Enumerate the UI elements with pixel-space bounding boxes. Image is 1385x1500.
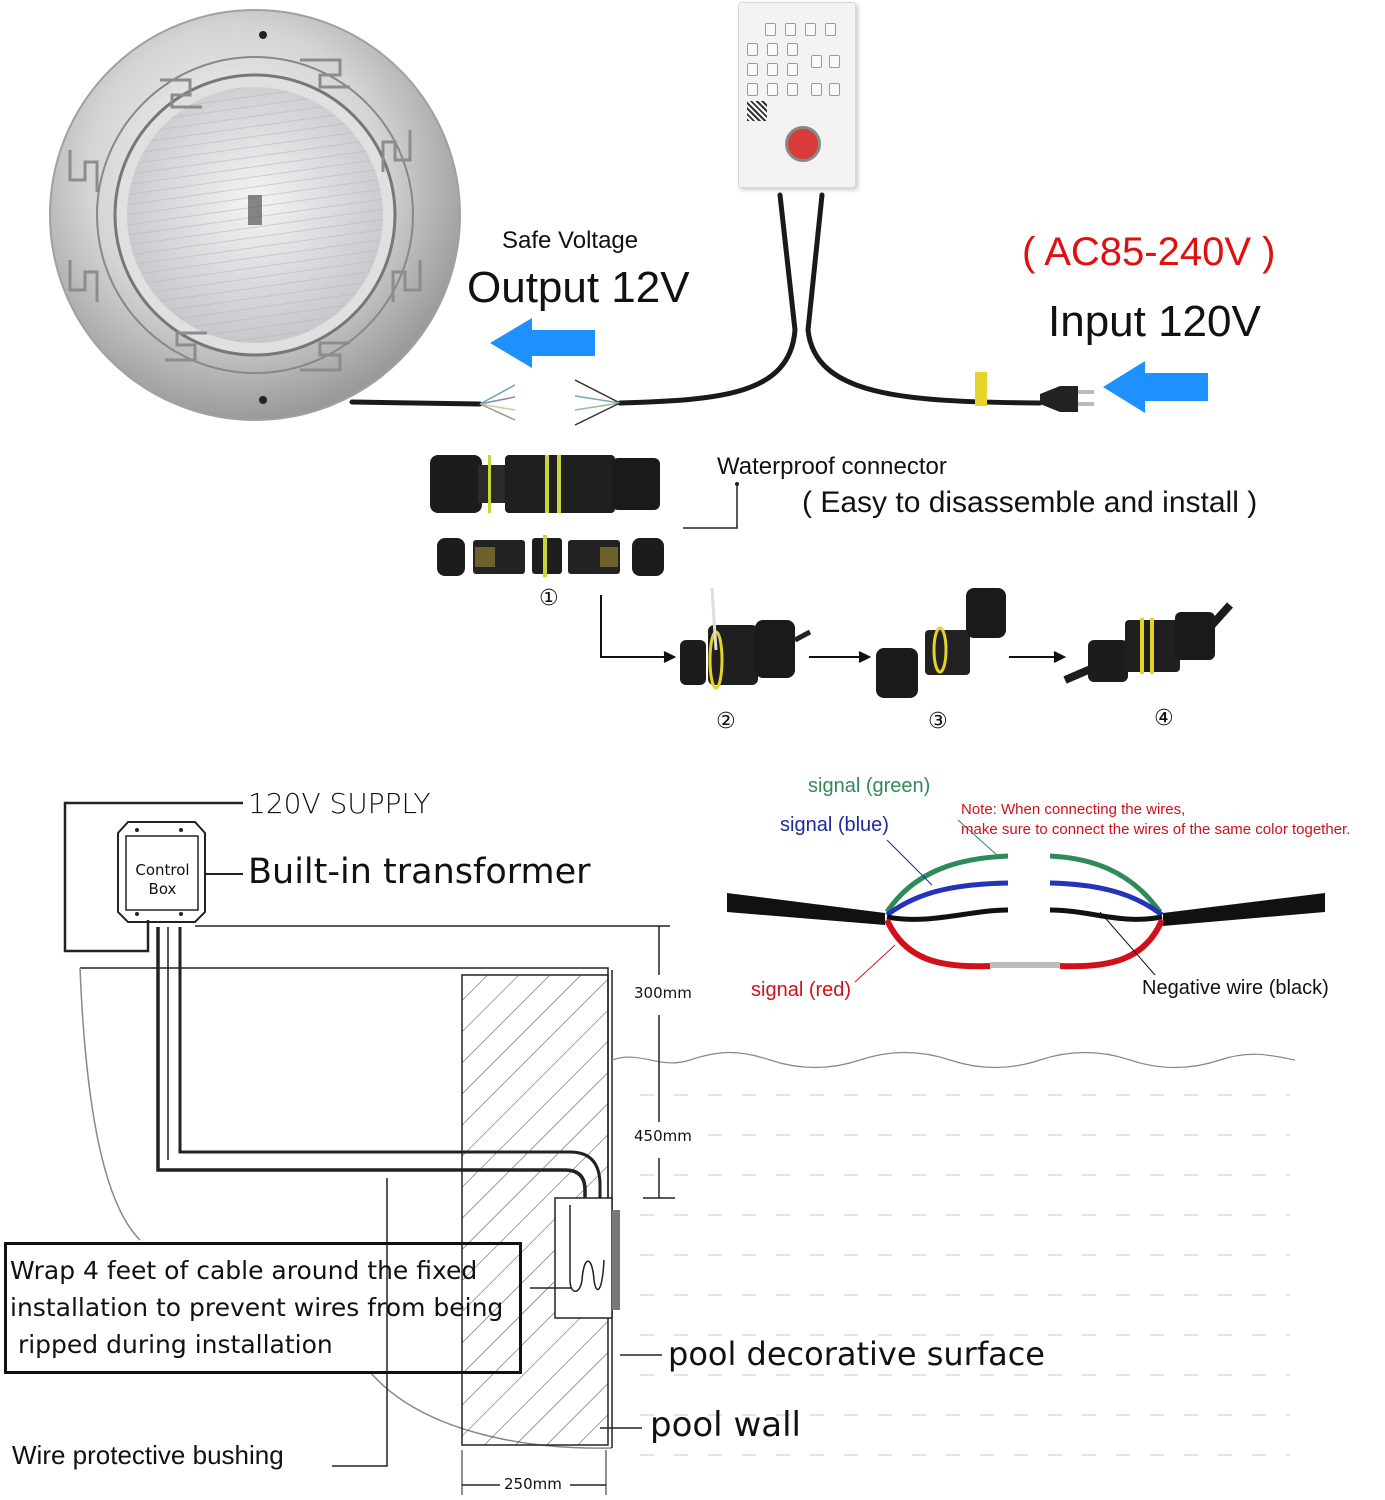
- wire-red-left: [884, 918, 991, 970]
- transformer-label: Built-in transformer: [248, 852, 591, 892]
- controller-key: [805, 23, 816, 36]
- dimension-300mm: 300mm: [633, 984, 693, 1002]
- bushing-label: Wire protective bushing: [12, 1440, 284, 1470]
- wire-green-right: [1049, 853, 1163, 914]
- wrap-cable-note: Wrap 4 feet of cable around the fixed in…: [10, 1256, 504, 1359]
- wire-blue-right: [1049, 880, 1164, 917]
- control-box-shape: [117, 821, 206, 923]
- power-switch: [785, 126, 821, 162]
- controller-key: [747, 63, 758, 76]
- controller-key: [811, 55, 822, 68]
- cable-tag: [975, 372, 987, 406]
- ac-range-label: ( AC85-240V ): [1022, 230, 1276, 274]
- step-1-marker: ①: [539, 586, 559, 611]
- installation-diagram: [63, 801, 1296, 1495]
- pool-light-fixture: [49, 9, 461, 421]
- pool-wall-label: pool wall: [650, 1405, 801, 1445]
- connector-leader-line: [683, 485, 738, 529]
- safe-voltage-label: Safe Voltage: [502, 227, 639, 254]
- wire-blue-left: [885, 880, 1009, 917]
- water-lines: [640, 1094, 1290, 1456]
- waterproof-connector-parts: [437, 535, 664, 577]
- step-arrows: [600, 595, 1067, 663]
- wiring-note-line-1: Note: When connecting the wires,: [961, 801, 1186, 818]
- controller-key: [767, 83, 778, 96]
- connector-subtitle: ( Easy to disassemble and install ): [802, 486, 1258, 519]
- wire-green-left: [884, 853, 1009, 914]
- signal-red-label: signal (red): [751, 979, 852, 1001]
- controller-key: [787, 63, 798, 76]
- controller-key: [825, 23, 836, 36]
- step-4-marker: ④: [1154, 706, 1174, 731]
- controller-key: [747, 43, 758, 56]
- waterproof-connector-label: Waterproof connector: [717, 453, 947, 480]
- supply-label: 120V SUPPLY: [248, 787, 431, 820]
- qr-code: [747, 101, 767, 121]
- signal-blue-label: signal (blue): [780, 814, 889, 836]
- step-3-image: [876, 588, 1006, 698]
- controller-key: [811, 83, 822, 96]
- step-3-marker: ③: [928, 709, 948, 734]
- controller-key: [787, 43, 798, 56]
- signal-green-label: signal (green): [808, 775, 931, 797]
- waterproof-connector-assembled: [430, 455, 660, 513]
- controller-key: [767, 43, 778, 56]
- step-2-image: [680, 587, 812, 690]
- step-2-marker: ②: [716, 709, 736, 734]
- output-arrow-icon: [490, 318, 595, 368]
- input-voltage-label: Input 120V: [1048, 297, 1261, 346]
- controller-key: [829, 83, 840, 96]
- wiring-note-line-2: make sure to connect the wires of the sa…: [961, 821, 1351, 838]
- controller-key: [767, 63, 778, 76]
- controller-key: [747, 83, 758, 96]
- led-controller-box: [738, 2, 856, 188]
- wire-red-right: [1059, 918, 1165, 970]
- dimension-450mm: 450mm: [633, 1127, 693, 1145]
- controller-key: [785, 23, 796, 36]
- step-4-image: [1063, 602, 1233, 684]
- wiring-note: Note: When connecting the wires, make su…: [961, 800, 1350, 840]
- dimension-250mm: 250mm: [503, 1475, 563, 1493]
- wire-black-left: [886, 907, 1009, 922]
- exposed-wires: [479, 379, 621, 426]
- input-arrow-icon: [1103, 361, 1208, 413]
- controller-key: [829, 55, 840, 68]
- controller-key: [787, 83, 798, 96]
- power-plug: [1040, 386, 1094, 412]
- output-voltage-label: Output 12V: [467, 263, 690, 312]
- wire-black-right: [1049, 907, 1163, 922]
- control-box-label: Control Box: [135, 861, 190, 898]
- controller-key: [765, 23, 776, 36]
- wire-connection-diagram: [727, 819, 1325, 983]
- decorative-surface-label: pool decorative surface: [668, 1335, 1045, 1373]
- negative-black-label: Negative wire (black): [1142, 977, 1329, 999]
- wrap-cable-note-box: [4, 1242, 522, 1374]
